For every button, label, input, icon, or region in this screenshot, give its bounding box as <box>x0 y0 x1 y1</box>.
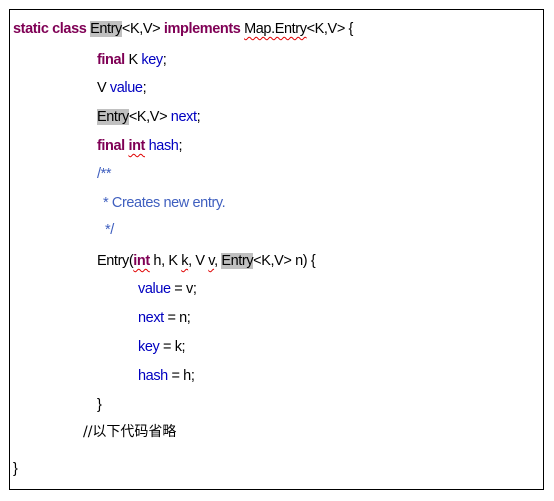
code-line-class-declaration: static class Entry<K,V> implements Map.E… <box>13 18 353 40</box>
code-line-close-class: } <box>13 461 18 477</box>
assignment: = n; <box>163 310 191 326</box>
entry-type-highlight: Entry <box>221 253 254 269</box>
code-line-assign-hash: hash = h; <box>138 365 195 387</box>
params-segment: , V <box>188 253 209 269</box>
generics-brace: <K,V> { <box>306 21 354 37</box>
code-line-key-field: final K key; <box>97 49 167 71</box>
entry-type-highlight: Entry <box>90 21 122 37</box>
params-segment: h, K <box>149 253 182 269</box>
assignment: = k; <box>159 339 186 355</box>
field-name: key <box>141 52 163 68</box>
field-name: hash <box>138 368 168 384</box>
final-keyword: final <box>97 138 125 154</box>
code-line-next-field: Entry<K,V> next; <box>97 106 201 128</box>
field-name: next <box>170 109 197 125</box>
code-block: static class Entry<K,V> implements Map.E… <box>9 9 544 490</box>
final-keyword: final <box>97 52 125 68</box>
code-line-comment-open: /** <box>97 166 112 182</box>
params-end: <K,V> n) { <box>253 253 316 269</box>
type-name: K <box>124 52 142 68</box>
int-keyword: int <box>128 138 145 154</box>
assignment: = h; <box>167 368 195 384</box>
code-line-value-field: V value; <box>97 77 147 99</box>
type-name: V <box>97 80 110 96</box>
statement-end: ; <box>196 109 201 125</box>
code-line-assign-next: next = n; <box>138 307 191 329</box>
int-keyword: int <box>133 253 150 269</box>
generics: <K,V> <box>128 109 171 125</box>
implements-keyword: implements <box>163 21 241 37</box>
field-name: next <box>138 310 164 326</box>
statement-end: ; <box>178 138 183 154</box>
code-line-omitted-comment: //以下代码省略 <box>83 424 177 440</box>
code-line-comment-close: */ <box>105 222 114 238</box>
field-name: key <box>138 339 160 355</box>
entry-type-highlight: Entry <box>97 109 129 125</box>
statement-end: ; <box>142 80 147 96</box>
code-line-close-constructor: } <box>97 397 102 413</box>
assignment: = v; <box>170 281 197 297</box>
code-line-hash-field: final int hash; <box>97 135 182 157</box>
static-keyword: static <box>13 21 49 37</box>
generics: <K,V> <box>121 21 161 37</box>
constructor-name: Entry( <box>97 253 134 269</box>
param-v: v <box>208 253 215 269</box>
field-name: value <box>138 281 171 297</box>
map-entry-type: Map.Entry <box>244 21 307 37</box>
code-line-assign-value: value = v; <box>138 278 197 300</box>
code-line-constructor: Entry(int h, K k, V v, Entry<K,V> n) { <box>97 250 316 272</box>
statement-end: ; <box>162 52 167 68</box>
params-segment: , <box>214 253 222 269</box>
field-name: value <box>109 80 143 96</box>
field-name: hash <box>148 138 179 154</box>
code-line-comment-body: * Creates new entry. <box>103 195 226 211</box>
class-keyword: class <box>52 21 87 37</box>
param-k: k <box>181 253 189 269</box>
code-line-assign-key: key = k; <box>138 336 186 358</box>
